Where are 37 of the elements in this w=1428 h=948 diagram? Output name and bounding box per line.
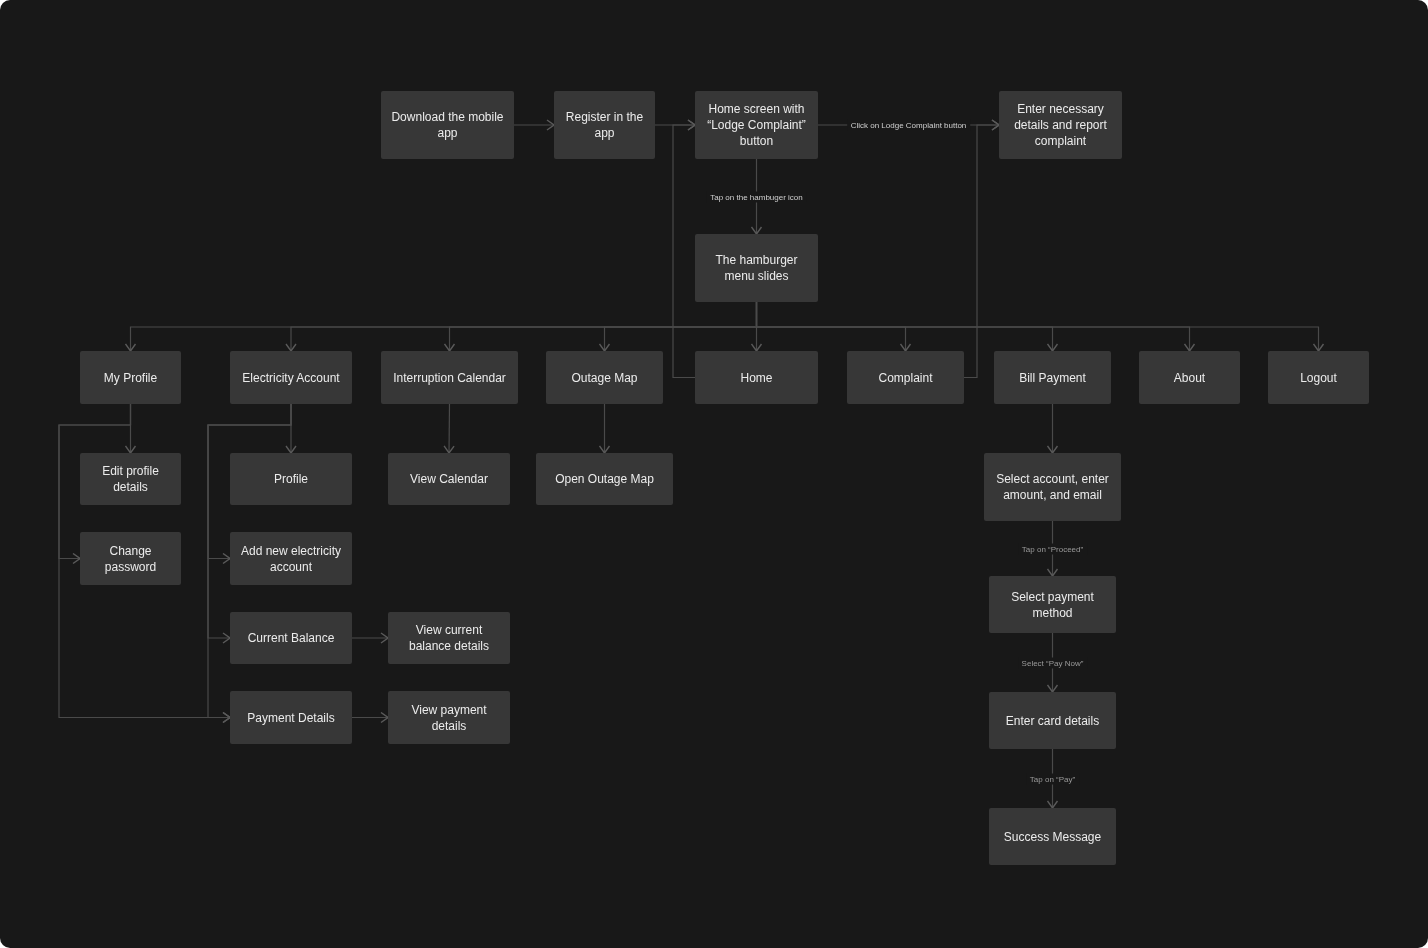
- process-box: Complaint: [847, 351, 964, 404]
- arrow: [598, 403, 611, 454]
- process-box: Enter card details: [989, 692, 1116, 749]
- process-box: Home screen with “Lodge Complaint” button: [695, 91, 818, 159]
- arrow: [1046, 403, 1059, 454]
- process-box: Open Outage Map: [536, 453, 673, 505]
- process-box: Profile: [230, 453, 352, 505]
- process-box: Select account, enter amount, and email: [984, 453, 1121, 521]
- process-box: Bill Payment: [994, 351, 1111, 404]
- arrow: [963, 119, 1000, 379]
- arrow: [750, 158, 763, 235]
- process-box: View current balance details: [388, 612, 510, 664]
- process-box: Electricity Account: [230, 351, 352, 404]
- process-box: View Calendar: [388, 453, 510, 505]
- process-box: Outage Map: [546, 351, 663, 404]
- process-box: Add new electricity account: [230, 532, 352, 585]
- arrow: [351, 632, 389, 644]
- process-box: Register in the app: [554, 91, 655, 159]
- process-box: Payment Details: [230, 691, 352, 744]
- process-box: Success Message: [989, 808, 1116, 865]
- process-box: Download the mobile app: [381, 91, 514, 159]
- process-box: Current Balance: [230, 612, 352, 664]
- process-box: Interruption Calendar: [381, 351, 518, 404]
- arrow: [351, 711, 389, 724]
- process-box: Home: [695, 351, 818, 404]
- process-box: About: [1139, 351, 1240, 404]
- process-box: Enter necessary details and report complaint: [999, 91, 1122, 159]
- process-box: Logout: [1268, 351, 1369, 404]
- arrow: [443, 403, 455, 454]
- process-box: The hamburger menu slides: [695, 234, 818, 302]
- process-box: Edit profile details: [80, 453, 181, 505]
- process-box: Change password: [80, 532, 181, 585]
- process-box: My Profile: [80, 351, 181, 404]
- process-box: View payment details: [388, 691, 510, 744]
- process-box: Select payment method: [989, 576, 1116, 633]
- arrow: [513, 119, 555, 131]
- arrow: [672, 119, 696, 379]
